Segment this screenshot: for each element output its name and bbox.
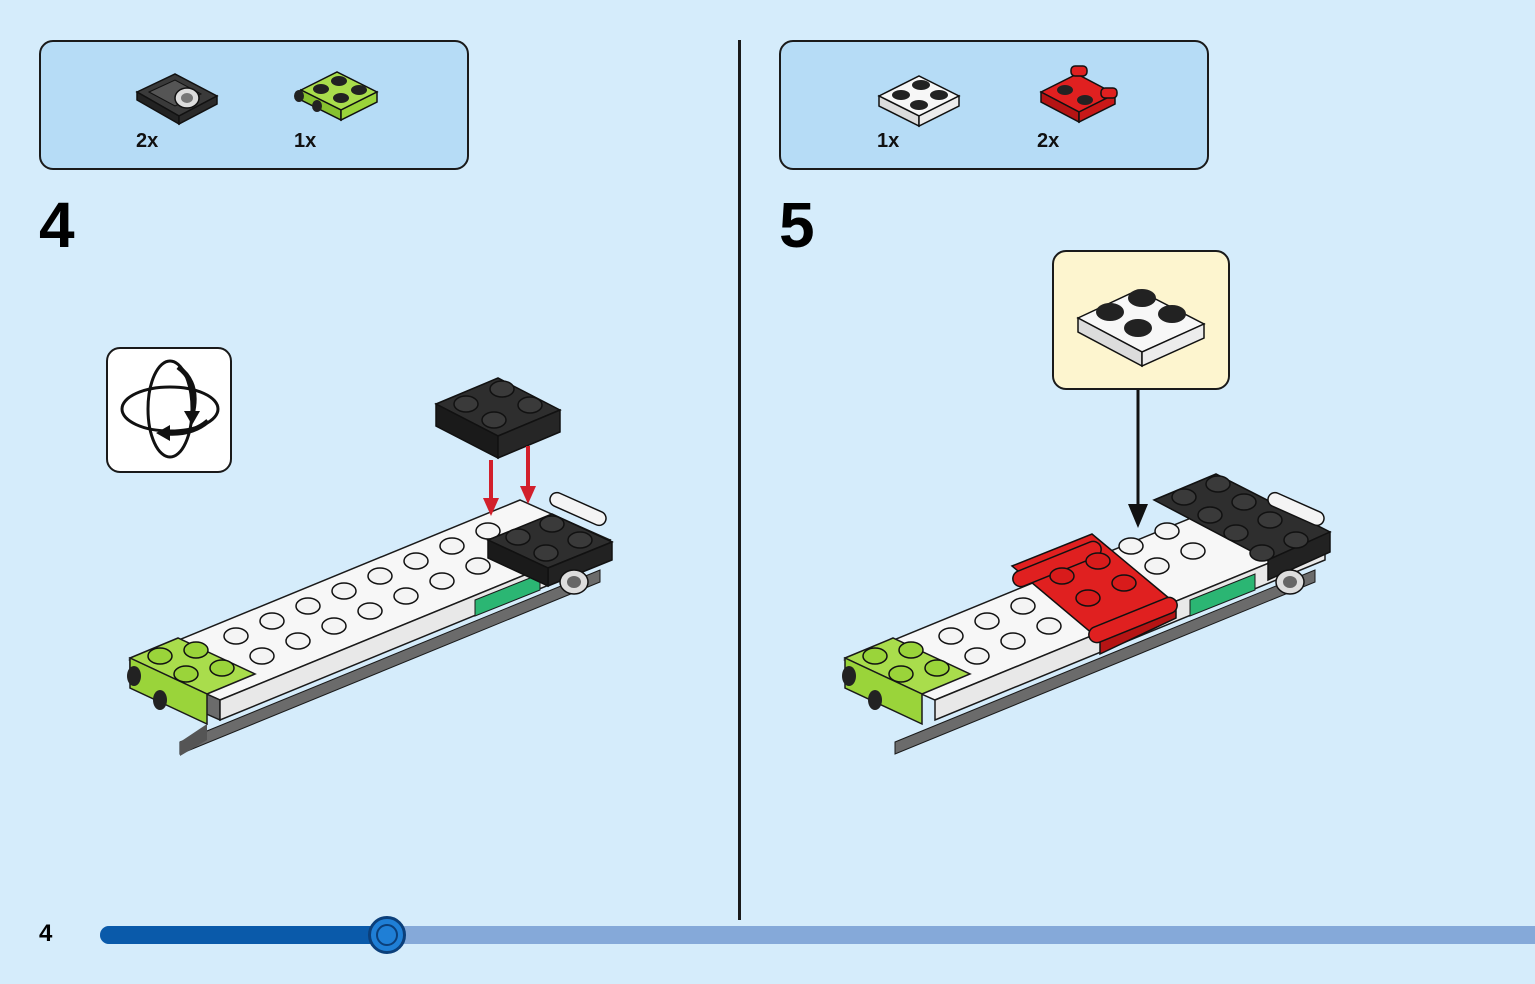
parts-list-step-4: 2x 1x xyxy=(39,40,469,170)
progress-fill xyxy=(100,926,387,944)
rotate-model-icon xyxy=(106,347,232,473)
page-number: 4 xyxy=(39,920,53,947)
step-divider xyxy=(738,40,741,920)
step-5-model-illustration xyxy=(842,390,1332,755)
quantity-label: 1x xyxy=(877,130,900,152)
lime-plate-2x2-with-side-studs-icon xyxy=(291,62,391,162)
step-4-model-illustration xyxy=(127,377,614,756)
red-plate-with-handles-icon xyxy=(1031,62,1131,162)
progress-track xyxy=(100,926,1535,944)
white-plate-2x2-icon xyxy=(871,62,971,162)
step-number: 5 xyxy=(779,189,815,261)
step-number: 4 xyxy=(39,189,75,261)
quantity-label: 1x xyxy=(294,130,317,152)
progress-knob xyxy=(368,916,406,954)
callout-white-plate-2x2-icon xyxy=(1052,250,1230,390)
quantity-label: 2x xyxy=(136,130,159,152)
quantity-label: 2x xyxy=(1037,130,1060,152)
black-plate-with-pin-hole-icon xyxy=(131,62,231,162)
parts-list-step-5: 1x 2x xyxy=(779,40,1209,170)
